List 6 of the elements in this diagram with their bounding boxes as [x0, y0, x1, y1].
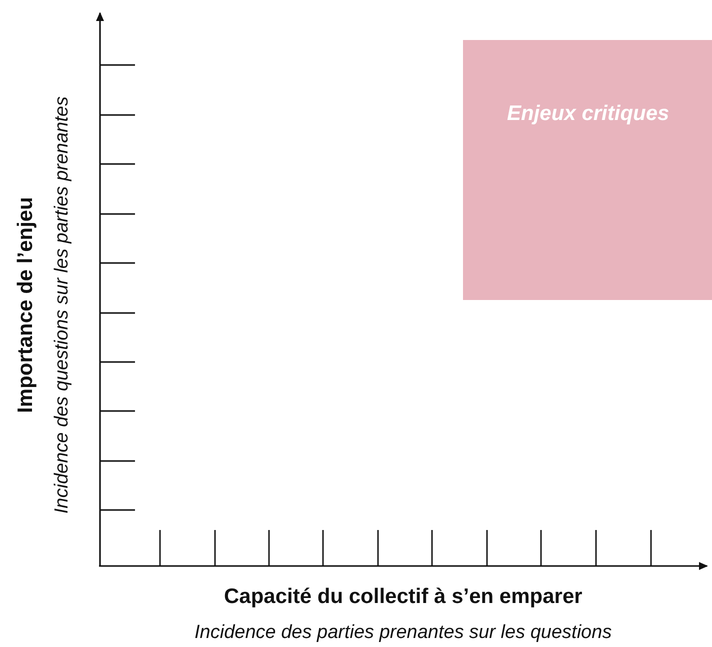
x-axis-title: Capacité du collectif à s’en emparer — [224, 585, 582, 609]
y-axis-subtitle: Incidence des questions sur les parties prenantes — [51, 96, 74, 514]
y-axis-title: Importance de l’enjeu — [14, 197, 38, 413]
highlight-zone — [463, 40, 712, 300]
x-axis-subtitle: Incidence des parties prenantes sur les questions — [194, 622, 612, 644]
zone-title: Enjeux critiques — [507, 102, 670, 126]
